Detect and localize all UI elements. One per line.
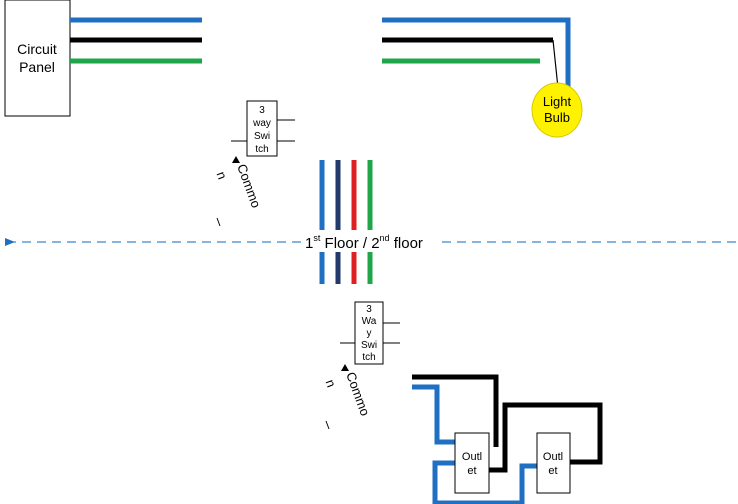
three-way-switch-lower: 3 Wa y Swi tch — [340, 301, 400, 365]
outlet-1: Outl et — [454, 432, 490, 494]
switch-lower-line-1: 3 — [366, 304, 372, 315]
switch-lower-line-5: tch — [362, 352, 375, 363]
switch-lower-line-3: y — [367, 328, 372, 339]
floor-label-part-3: floor — [390, 235, 423, 252]
floor-label-superscript-1: st — [313, 233, 321, 243]
switch-upper-line-1: 3 — [259, 105, 265, 116]
floor-label-part-2: Floor / 2 — [320, 235, 379, 252]
three-way-switch-upper: 3 way Swi tch — [231, 100, 295, 157]
common-lower-line-1: Commo — [343, 370, 373, 418]
bulb-wires — [382, 17, 571, 89]
light-bulb-label-1: Light — [543, 94, 572, 109]
bulb-wire-blue — [382, 17, 571, 88]
common-label-upper: Commo n — [214, 162, 264, 210]
floor-label-part-1: 1 — [305, 235, 313, 252]
common-label-lower: Commo n — [323, 370, 373, 418]
outlet-wire-blue-lower — [432, 460, 537, 504]
outlet-wires — [412, 374, 603, 504]
switch-upper-line-4: tch — [255, 144, 268, 155]
floor-label-superscript-2: nd — [380, 233, 390, 243]
common-upper-line-1: Commo — [234, 162, 264, 210]
outlet-2: Outl et — [536, 432, 571, 494]
common-upper-pointer — [232, 156, 240, 163]
switch-upper-line-3: Swi — [254, 131, 270, 142]
circuit-panel-label-1: Circuit — [17, 41, 57, 57]
light-bulb-label-2: Bulb — [544, 110, 570, 125]
outlet-wire-blue-upper — [412, 384, 455, 445]
outlet-2-line-1: Outl — [543, 451, 563, 463]
light-bulb: Light Bulb — [531, 82, 583, 138]
floor-label: 1st Floor / 2nd floor — [305, 233, 423, 252]
circuit-panel: Circuit Panel — [4, 0, 71, 117]
circuit-panel-label-2: Panel — [19, 59, 55, 75]
common-upper-dash — [216, 217, 221, 227]
switch-lower-line-2: Wa — [362, 316, 377, 327]
switch-lower-line-4: Swi — [361, 340, 377, 351]
common-lower-dash — [325, 420, 330, 430]
outlet-wire-black-loop — [489, 402, 603, 473]
outlet-2-line-2: et — [548, 465, 557, 477]
outlet-1-line-2: et — [467, 465, 476, 477]
common-lower-pointer — [341, 364, 349, 371]
common-upper-line-2: n — [214, 169, 231, 181]
bulb-wire-thin — [552, 39, 559, 89]
common-lower-line-2: n — [323, 377, 340, 389]
floor-cable-bundle — [319, 160, 373, 284]
outlet-1-line-1: Outl — [462, 451, 482, 463]
floor-label-background — [302, 230, 436, 252]
panel-wires — [70, 17, 202, 64]
switch-upper-line-2: way — [252, 118, 271, 129]
outlet-wire-black-top — [412, 374, 499, 447]
